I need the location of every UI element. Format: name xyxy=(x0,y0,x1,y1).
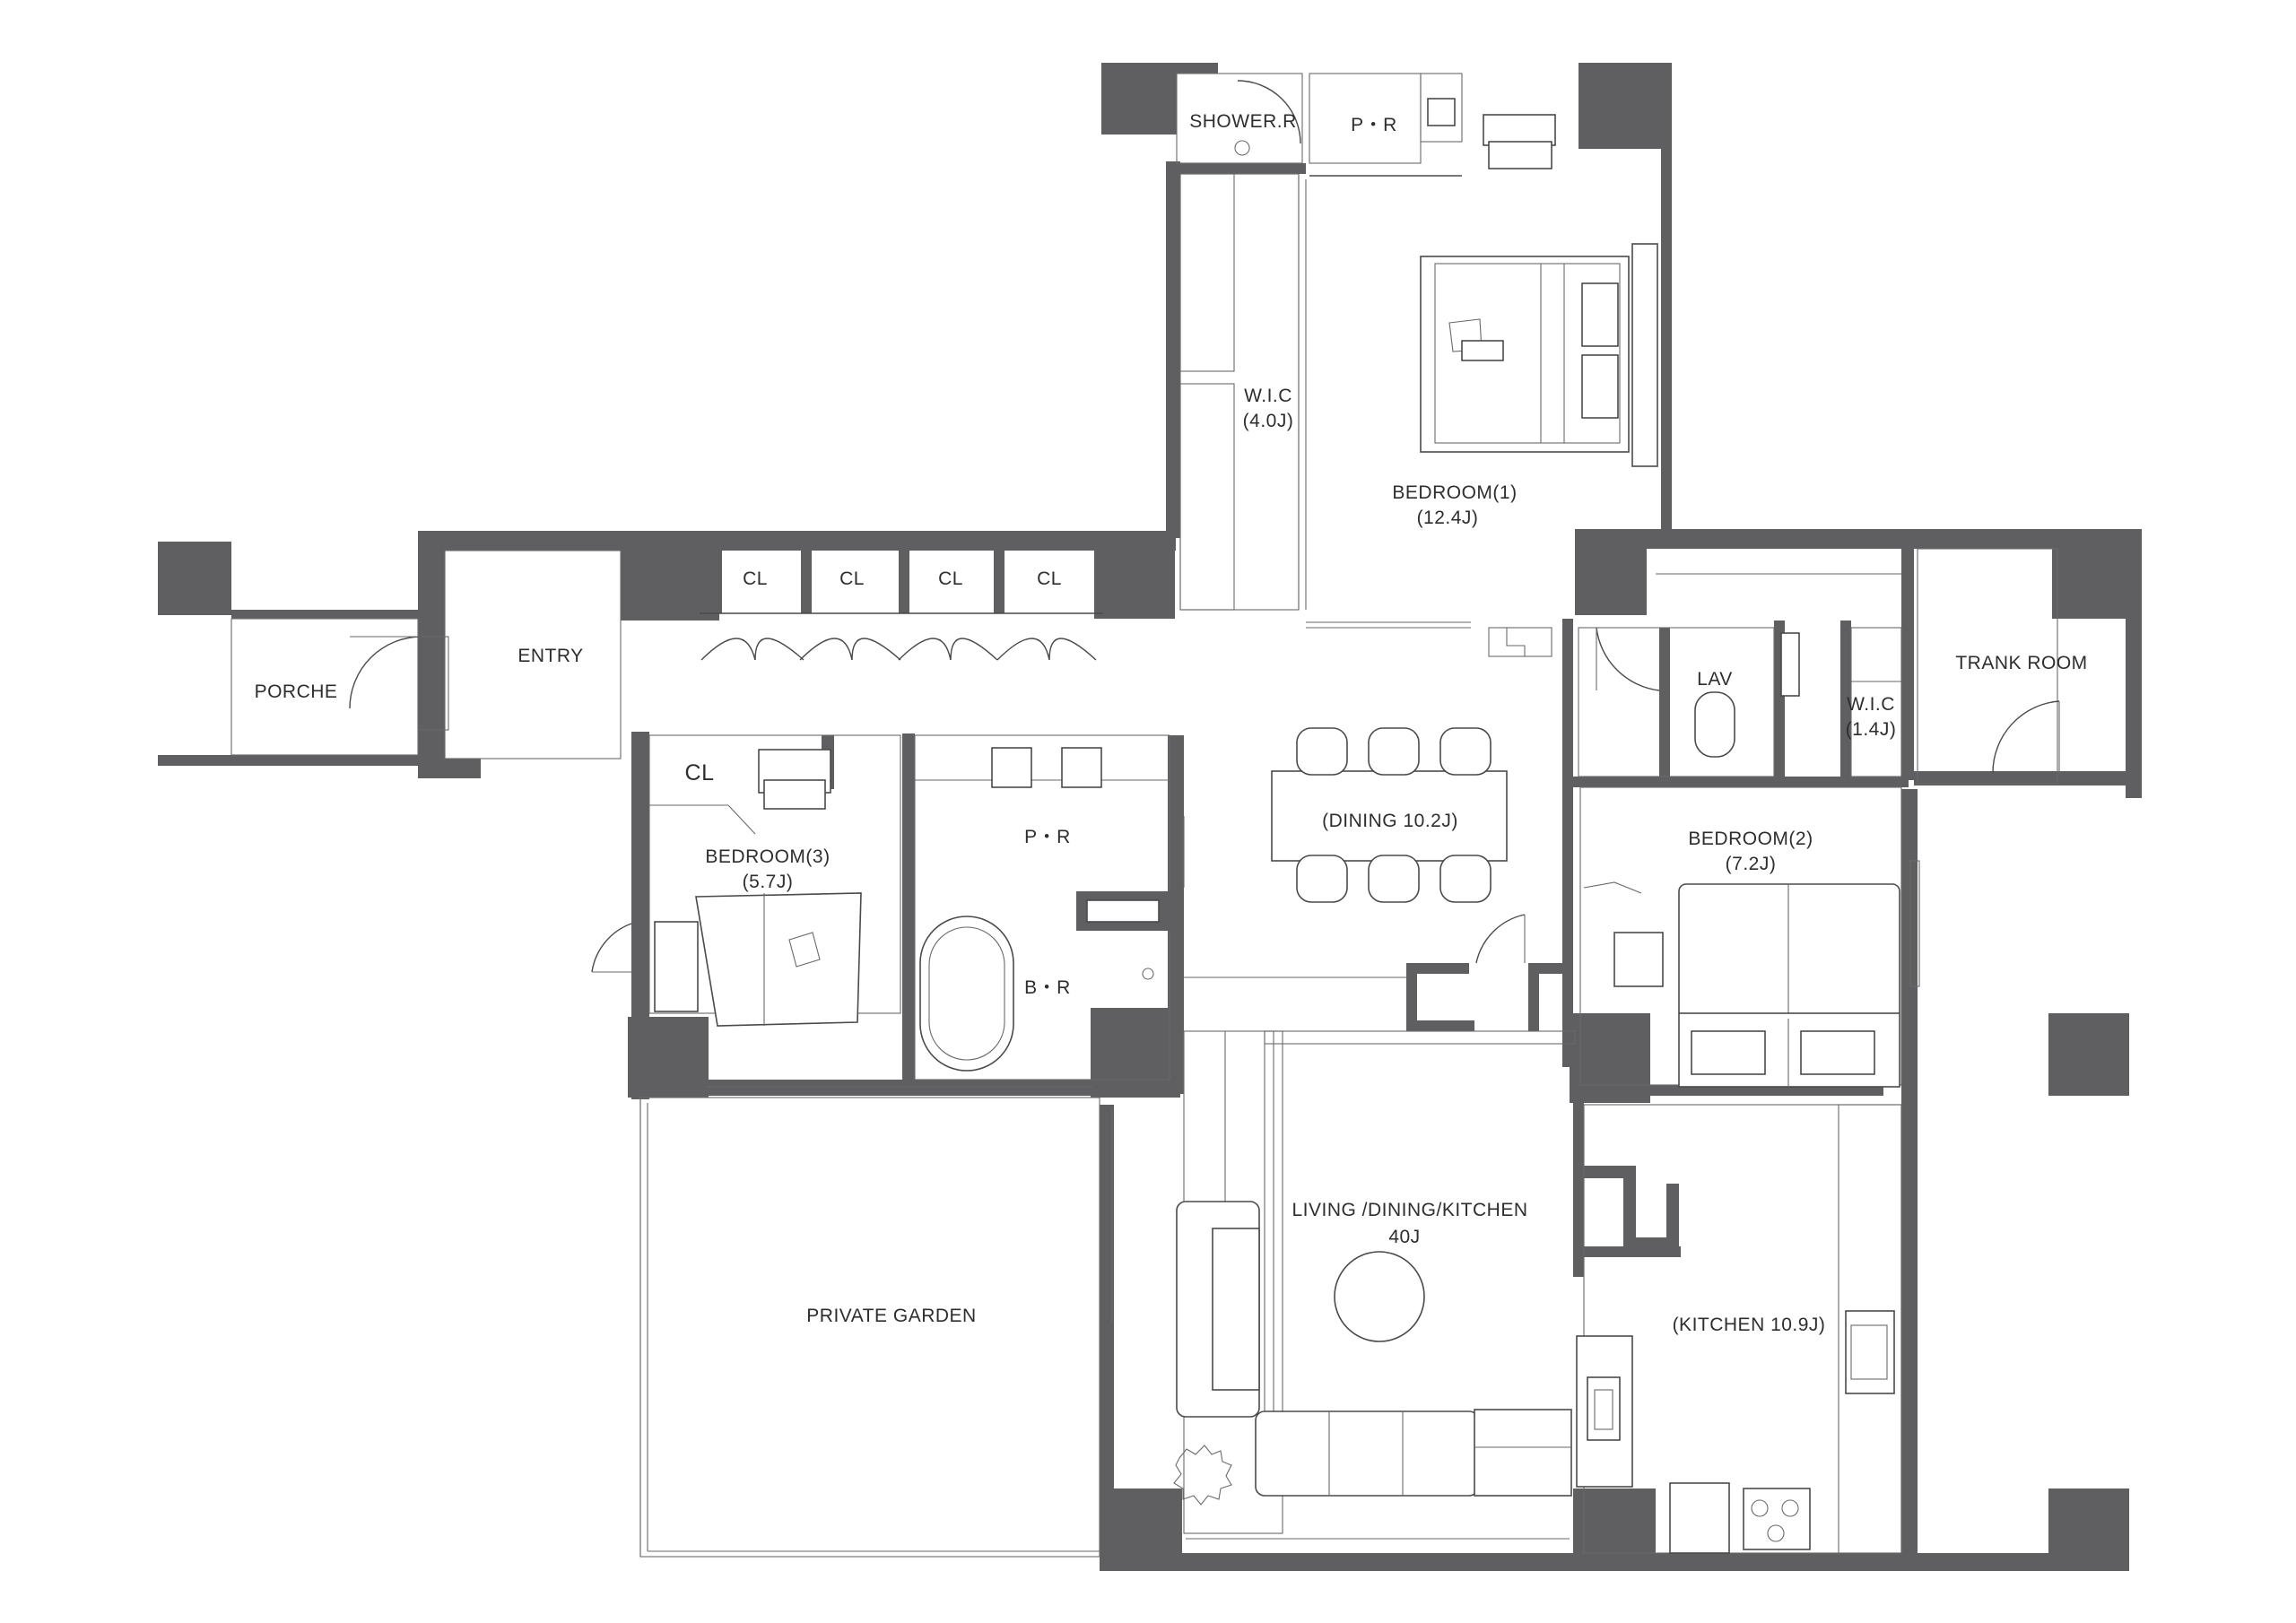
label-porche: PORCHE xyxy=(255,681,338,702)
label-bedroom1: BEDROOM(1) xyxy=(1392,482,1517,503)
room-labels: SHOWER.R P・R W.I.C (4.0J) BEDROOM(1) (12… xyxy=(255,111,2088,1335)
label-shower-room: SHOWER.R xyxy=(1189,111,1297,132)
label-powder-room-top: P・R xyxy=(1351,115,1397,135)
label-ldk: LIVING /DINING/KITCHEN xyxy=(1292,1200,1527,1220)
label-entry: ENTRY xyxy=(517,646,583,666)
label-dining: (DINING 10.2J) xyxy=(1322,811,1458,831)
label-powder-room-mid: P・R xyxy=(1024,827,1071,847)
label-wic-main: W.I.C xyxy=(1244,386,1292,406)
label-wic-small: W.I.C xyxy=(1847,694,1895,715)
label-bedroom3-area: (5.7J) xyxy=(743,872,794,892)
label-wic-main-area: (4.0J) xyxy=(1243,411,1294,431)
label-bedroom1-area: (12.4J) xyxy=(1417,508,1479,528)
label-lav: LAV xyxy=(1697,669,1733,690)
label-closet-2: CL xyxy=(839,568,865,589)
label-bath-room: B・R xyxy=(1024,977,1071,998)
label-closet-4: CL xyxy=(1037,568,1062,589)
label-bedroom2-area: (7.2J) xyxy=(1726,854,1777,874)
label-closet-3: CL xyxy=(938,568,963,589)
label-wic-small-area: (1.4J) xyxy=(1846,719,1897,740)
label-trank-room: TRANK ROOM xyxy=(1955,653,2087,673)
partitions xyxy=(230,73,2060,1558)
label-closet-1: CL xyxy=(743,568,768,589)
label-bedroom2: BEDROOM(2) xyxy=(1688,829,1813,849)
walls xyxy=(158,63,2142,1571)
label-closet-bedroom3: CL xyxy=(685,760,715,785)
label-ldk-area: 40J xyxy=(1388,1227,1420,1247)
label-kitchen: (KITCHEN 10.9J) xyxy=(1673,1315,1826,1335)
label-bedroom3: BEDROOM(3) xyxy=(705,846,830,867)
label-private-garden: PRIVATE GARDEN xyxy=(806,1306,976,1326)
